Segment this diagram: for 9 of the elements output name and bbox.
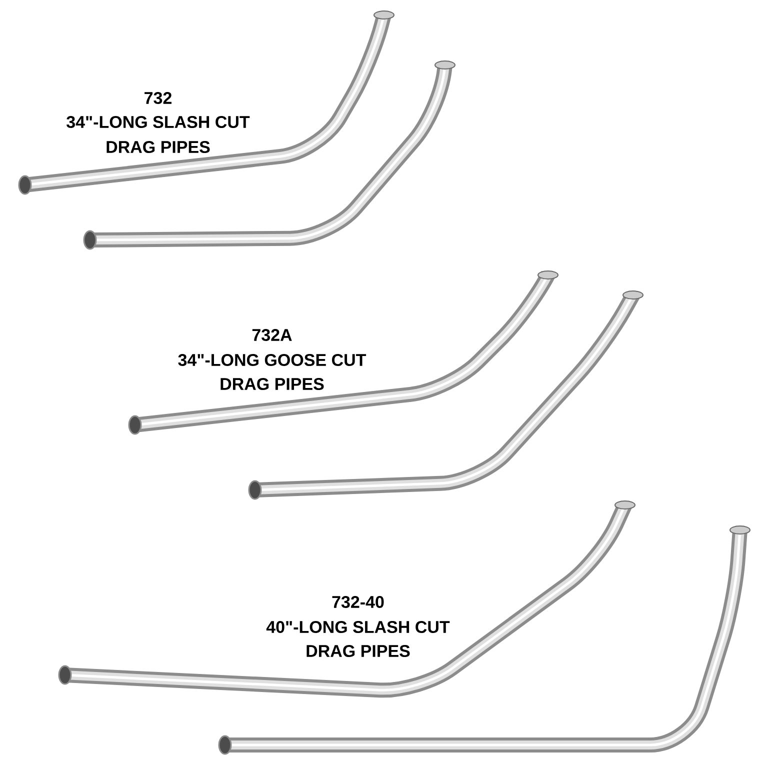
product-label: DRAG PIPES xyxy=(218,377,326,392)
product-label: 40"-LONG SLASH CUT xyxy=(265,620,451,634)
product-label: DRAG PIPES xyxy=(104,140,212,154)
product-label: 34"-LONG GOOSE CUT xyxy=(176,352,368,368)
product-label: 34"-LONG SLASH CUT xyxy=(65,114,251,130)
product-label: 732-40 xyxy=(330,594,386,610)
product-label: DRAG PIPES xyxy=(304,644,412,658)
product-label: 732A xyxy=(250,328,294,342)
product-label: 732 xyxy=(142,90,174,106)
